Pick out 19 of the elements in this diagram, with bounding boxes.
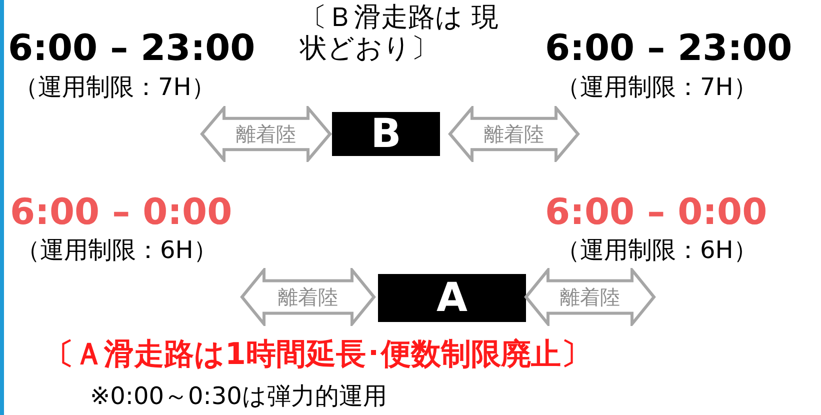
time-range: 6:00 – 0:00 — [545, 192, 768, 234]
limit-text: （運用制限：7H） — [556, 74, 758, 102]
arrow-label: 離着陸 — [484, 124, 544, 144]
arrow-label: 離着陸 — [236, 124, 296, 144]
note-text: 〔Ｂ滑走路は 現状どおり〕 — [300, 2, 500, 64]
limit-text: （運用制限：7H） — [14, 74, 216, 102]
time-range: 6:00 – 23:00 — [8, 28, 256, 70]
time-range: 6:00 – 23:00 — [545, 28, 792, 70]
arrow-label: 離着陸 — [560, 287, 620, 307]
runway-label: A — [436, 278, 468, 318]
headline-text: 〔Ａ滑走路は1時間延長･便数制限廃止〕 — [44, 338, 591, 372]
footnote-text: ※0:00～0:30は弾力的運用 — [90, 383, 387, 411]
runway-label: B — [370, 114, 402, 154]
runway-box — [378, 274, 526, 322]
arrow-label: 離着陸 — [278, 287, 338, 307]
limit-text: （運用制限：6H） — [556, 237, 758, 265]
limit-text: （運用制限：6H） — [16, 237, 218, 265]
time-range: 6:00 – 0:00 — [10, 192, 232, 234]
runway-box — [332, 112, 440, 156]
